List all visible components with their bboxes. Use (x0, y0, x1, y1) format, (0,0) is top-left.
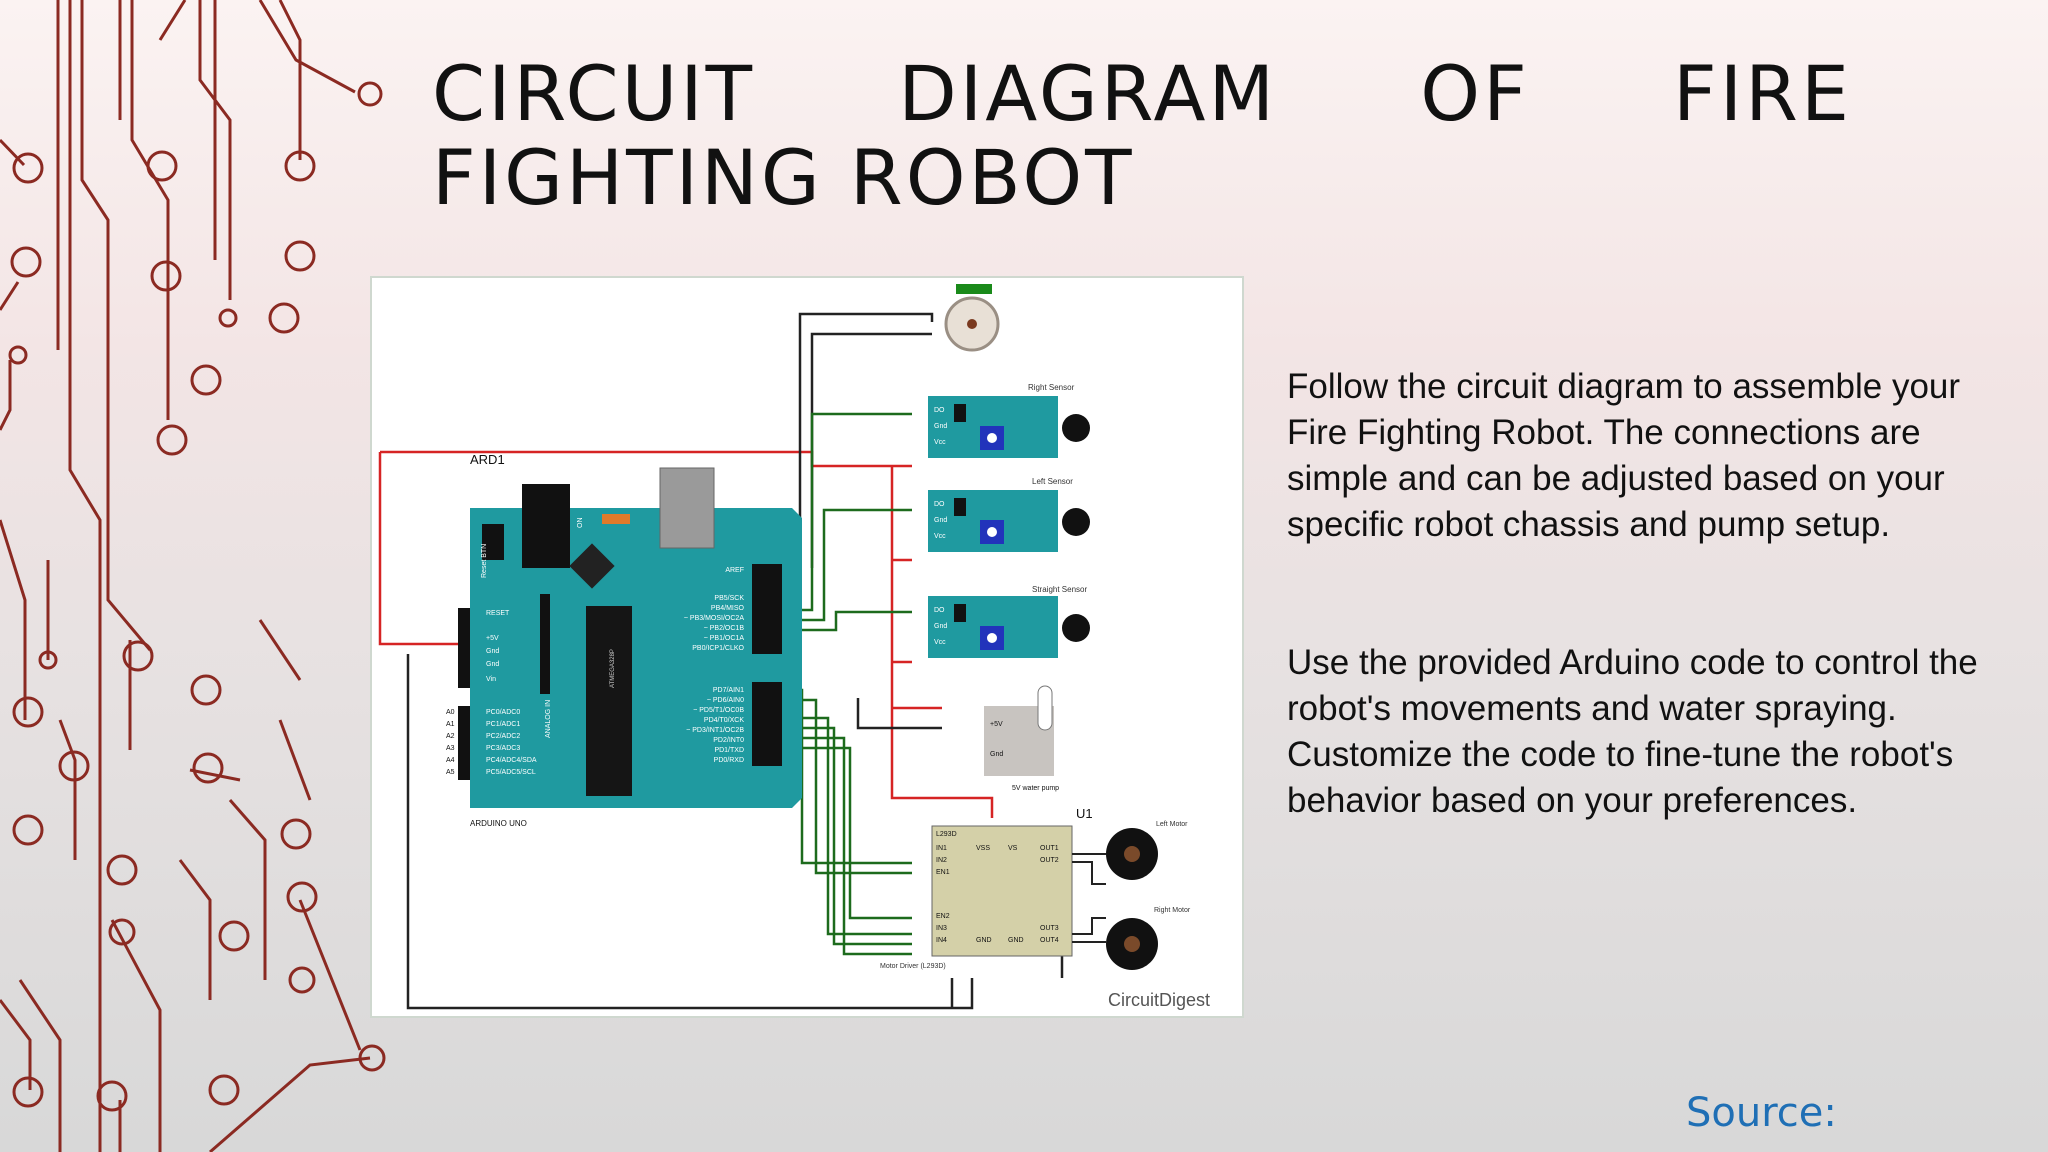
pin-digital: ~ PB1/OC1A (704, 635, 745, 642)
sensor-pin: Vcc (934, 533, 946, 540)
motor-label: Left Motor (1156, 821, 1188, 828)
driver-pin: IN1 (936, 845, 947, 852)
pin-analog: PC1/ADC1 (486, 721, 520, 728)
sensor-label: Right Sensor (1028, 383, 1075, 392)
pin-aref: AREF (725, 567, 744, 574)
pin-digital: PD1/TXD (714, 747, 744, 754)
source-link[interactable]: Source: (1686, 1090, 1837, 1136)
pin-digital: ~ PB3/MOSI/OC2A (684, 615, 744, 622)
right-motor: Right Motor (1106, 907, 1191, 970)
driver-pin: OUT4 (1040, 937, 1059, 944)
sensor-label: Straight Sensor (1032, 585, 1087, 594)
driver-caption: Motor Driver (L293D) (880, 963, 946, 970)
driver-pin: EN1 (936, 869, 950, 876)
pin-digital: ~ PD5/T1/OC0B (693, 707, 744, 714)
pin-digital: PB0/ICP1/CLKO (692, 645, 744, 652)
circuit-diagram-image: ARD1 ARDUINO UNO Reset BTN ON ATMEGA328P… (370, 276, 1244, 1018)
watermark-logo: CircuitDigest (1108, 990, 1210, 1010)
pin-reset: RESET (486, 610, 510, 617)
pin-num: A5 (446, 769, 455, 776)
driver-pin: GND (1008, 937, 1024, 944)
driver-pin: OUT2 (1040, 857, 1059, 864)
driver-pin: VS (1008, 845, 1018, 852)
pin-analog: PC2/ADC2 (486, 733, 520, 740)
pin-digital: ~ PB2/OC1B (704, 625, 745, 632)
pin-num: A1 (446, 721, 455, 728)
pin-vin: Vin (486, 676, 496, 683)
sensor-label: Left Sensor (1032, 477, 1073, 486)
pin-gnd: Gnd (486, 648, 499, 655)
reset-button-label: Reset BTN (481, 544, 488, 578)
water-pump: +5V Gnd 5V water pump (984, 685, 1059, 792)
description-paragraph-2: Use the provided Arduino code to control… (1287, 643, 1978, 820)
pin-analog: PC0/ADC0 (486, 709, 520, 716)
left-motor: Left Motor (1106, 821, 1188, 880)
pump-nozzle-icon (944, 284, 1000, 352)
driver-pin: VSS (976, 845, 990, 852)
driver-part: L293D (936, 831, 957, 838)
sensor-pin: Gnd (934, 423, 947, 430)
motor-driver-l293d: U1 L293D Motor Driver (L293D) IN1 IN2 EN… (880, 806, 1093, 970)
sensor-pin: Gnd (934, 517, 947, 524)
board-name: ARDUINO UNO (470, 819, 527, 828)
sensor-pin: Vcc (934, 439, 946, 446)
pin-5v: +5V (486, 635, 499, 642)
driver-pin: IN4 (936, 937, 947, 944)
pump-pin: +5V (990, 721, 1003, 728)
pin-digital: PB4/MISO (711, 605, 745, 612)
sensor-pin: Gnd (934, 623, 947, 630)
driver-pin: GND (976, 937, 992, 944)
pin-num: A3 (446, 745, 455, 752)
pin-digital: PD0/RXD (714, 757, 744, 764)
sensor-pin: Vcc (934, 639, 946, 646)
motor-label: Right Motor (1154, 907, 1191, 914)
slide-title: CIRCUIT DIAGRAM OF FIRE FIGHTING ROBOT (432, 49, 1852, 222)
pin-digital: ~ PD3/INT1/OC2B (686, 727, 744, 734)
pin-num: A4 (446, 757, 455, 764)
pin-digital: PD7/AIN1 (713, 687, 744, 694)
driver-pin: OUT1 (1040, 845, 1059, 852)
pin-analog: PC3/ADC3 (486, 745, 520, 752)
driver-pin: IN2 (936, 857, 947, 864)
pin-analog: PC5/ADC5/SCL (486, 769, 536, 776)
sensor-pin: DO (934, 407, 945, 414)
board-label: ARD1 (470, 452, 505, 467)
analog-header-label: ANALOG IN (545, 700, 552, 738)
pin-digital: PD4/T0/XCK (704, 717, 744, 724)
pin-gnd: Gnd (486, 661, 499, 668)
driver-ref: U1 (1076, 806, 1093, 821)
straight-sensor: Straight Sensor DO Gnd Vcc (928, 585, 1090, 658)
driver-pin: OUT3 (1040, 925, 1059, 932)
driver-pin: IN3 (936, 925, 947, 932)
description-paragraph-1: Follow the circuit diagram to assemble y… (1287, 367, 1961, 544)
pump-label: 5V water pump (1012, 785, 1059, 792)
circuit-trace-decoration (0, 0, 386, 1152)
left-sensor: Left Sensor DO Gnd Vcc (928, 477, 1090, 552)
pin-digital: PB5/SCK (714, 595, 744, 602)
pin-digital: ~ PD6/AIN0 (707, 697, 744, 704)
driver-pin: EN2 (936, 913, 950, 920)
on-led-label: ON (577, 518, 584, 529)
arduino-board: ARD1 ARDUINO UNO Reset BTN ON ATMEGA328P… (446, 452, 802, 828)
chip-label: ATMEGA328P (610, 649, 616, 688)
right-sensor: Right Sensor DO Gnd Vcc (928, 383, 1090, 458)
pump-pin: Gnd (990, 751, 1003, 758)
sensor-pin: DO (934, 607, 945, 614)
pin-digital: PD2/INT0 (713, 737, 744, 744)
pin-num: A0 (446, 709, 455, 716)
pin-analog: PC4/ADC4/SDA (486, 757, 537, 764)
pin-num: A2 (446, 733, 455, 740)
sensor-pin: DO (934, 501, 945, 508)
